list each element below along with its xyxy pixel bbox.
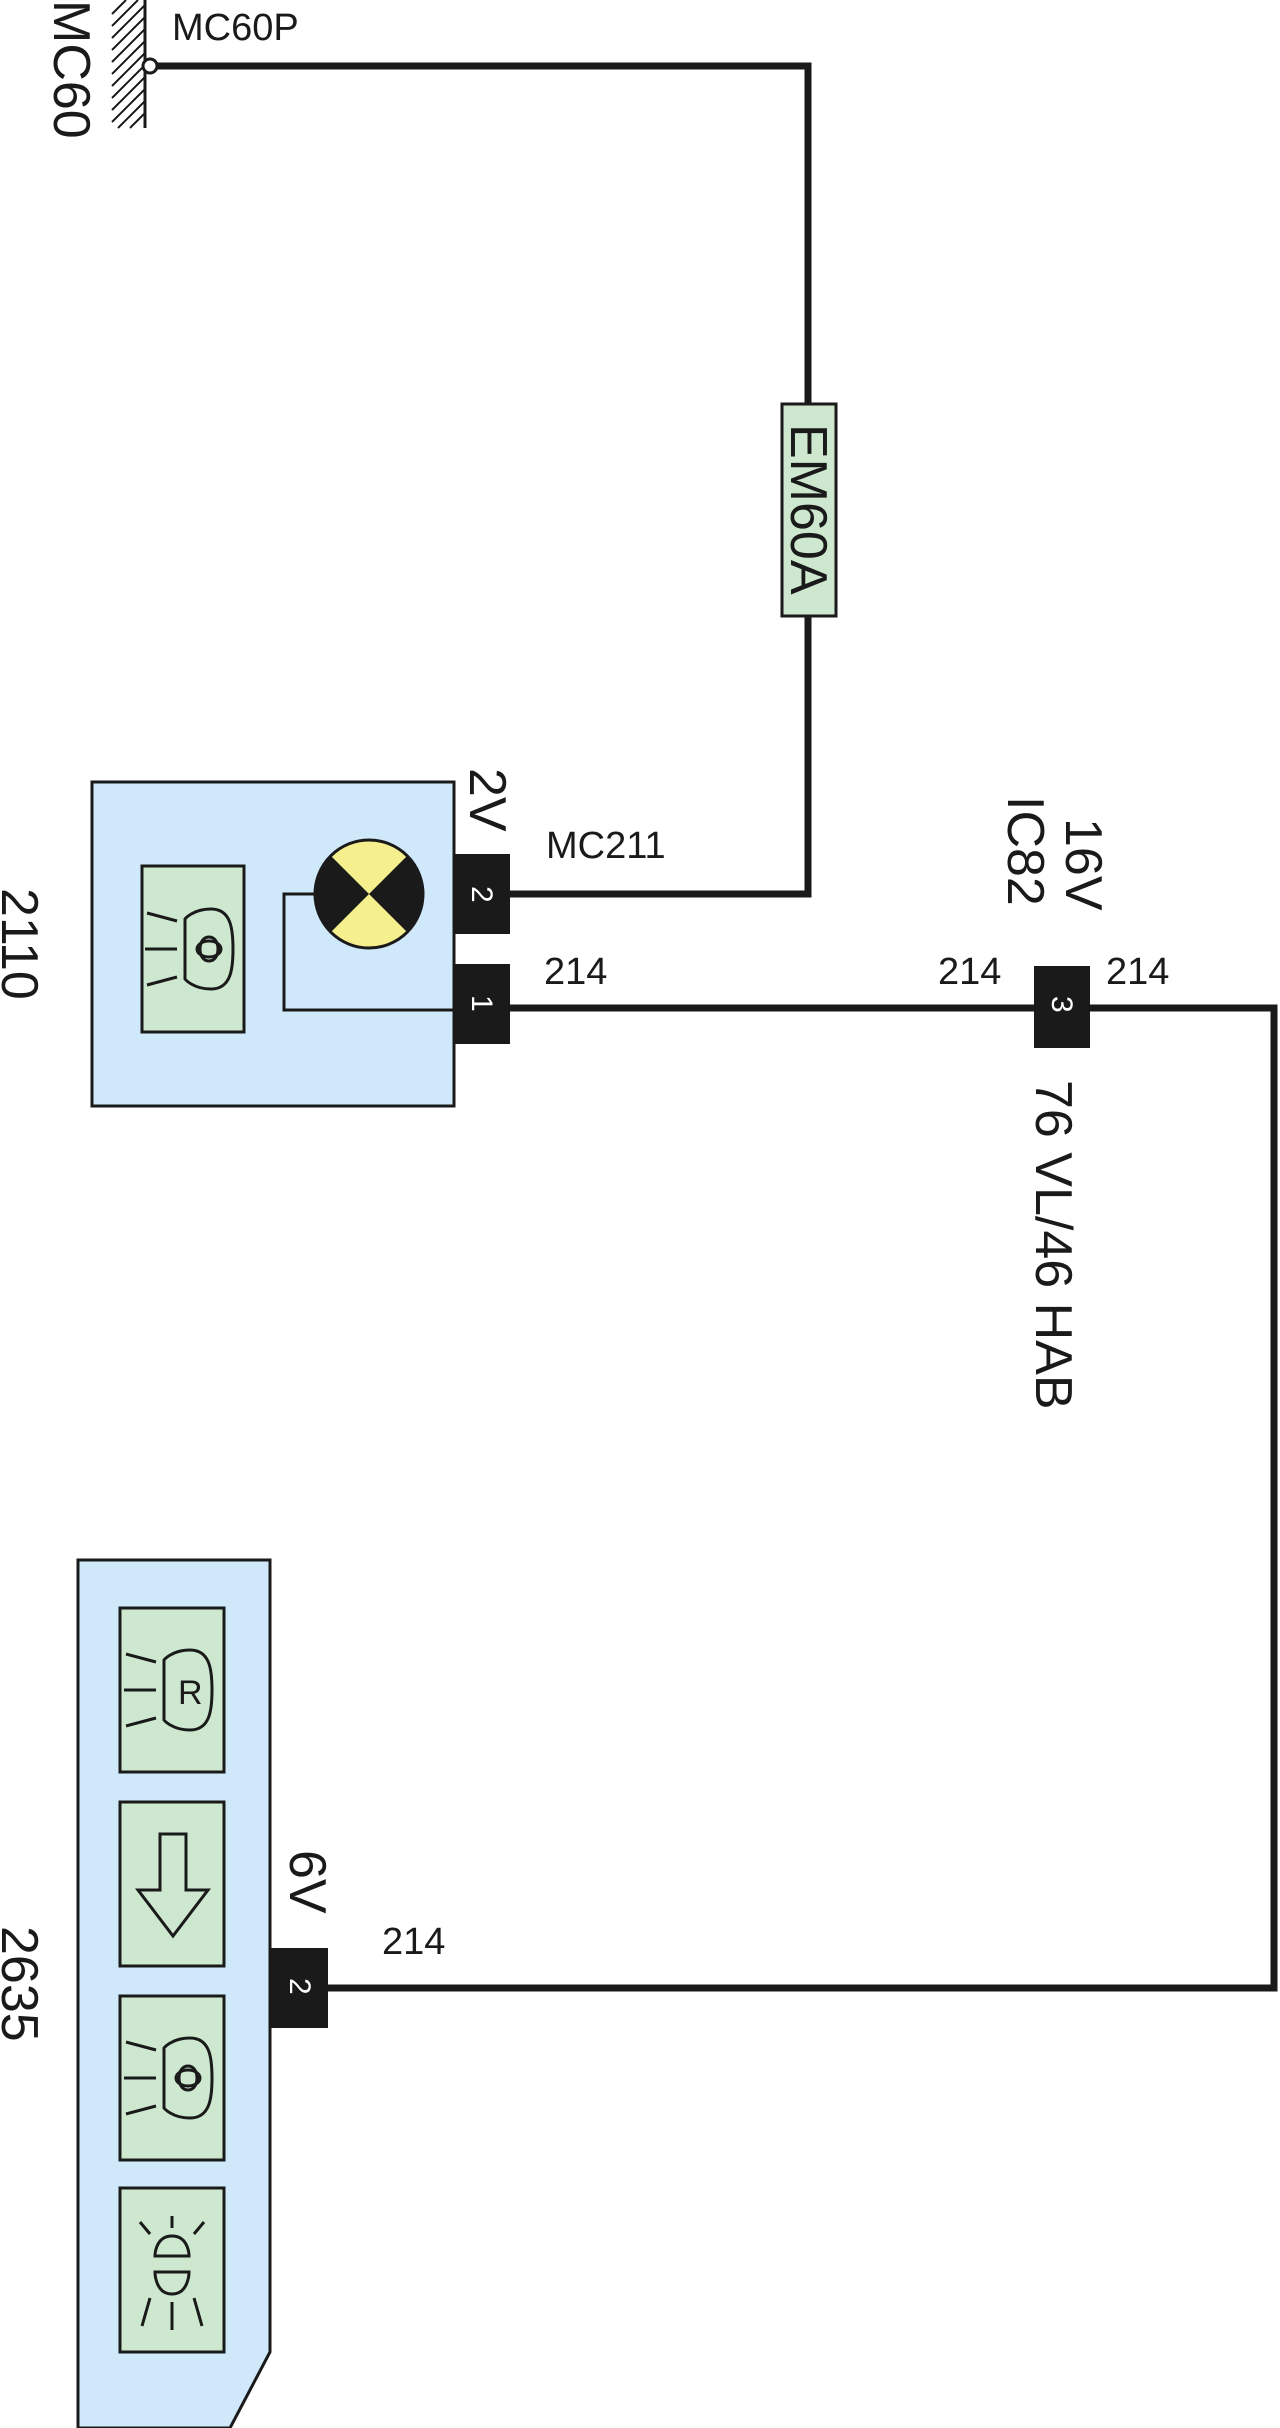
fuse-em60a: EM60A: [779, 402, 838, 618]
ground-point-label: MC60P: [172, 7, 299, 49]
connector-ic82-id: IC82: [996, 796, 1054, 906]
pin-block-2110-upper: [454, 854, 510, 934]
pin-ic82-label: 3: [1045, 996, 1078, 1013]
down-arrow-icon: [134, 1832, 212, 1939]
component-2635-symbol-2: [118, 1800, 226, 1968]
wire-214-b-label: 214: [938, 951, 1001, 993]
component-2110-connector-label: 2V: [458, 768, 516, 832]
ground-label: MC60: [42, 0, 100, 139]
ground-mc60: MC60: [42, 0, 147, 139]
wire-214-a-label: 214: [544, 951, 607, 993]
pin-2110-lower-label: 1: [465, 995, 498, 1012]
headlamp-icon: [145, 907, 235, 991]
fuse-label: EM60A: [779, 424, 837, 595]
wire-214-d-label: 214: [382, 1921, 445, 1963]
component-2635-id: 2635: [0, 1926, 48, 2042]
wire-214-c: [328, 1004, 1278, 1992]
wire-mc60p: [157, 62, 812, 404]
svg-text:R: R: [178, 1674, 203, 1712]
connector-ic82-note: 76 VL/46 HAB: [1024, 1080, 1082, 1410]
component-2635: R: [76, 1558, 272, 2428]
component-2110-internal-wire: [282, 892, 454, 1012]
pin-block-2635: [270, 1948, 328, 2028]
component-2110: [90, 780, 456, 1108]
wire-mc211: [508, 616, 812, 898]
connector-ic82-ways: 16V: [1054, 818, 1112, 911]
pin-2635-label: 2: [283, 1978, 316, 1995]
component-2110-id: 2110: [0, 888, 48, 1000]
sidelamp-icon: [138, 2216, 206, 2330]
headlamp-icon: [124, 2036, 214, 2120]
wire-mc211-label: MC211: [546, 825, 666, 867]
pin-2110-upper-label: 2: [465, 886, 498, 903]
ground-point-dot: [141, 57, 159, 75]
wire-214-c-label: 214: [1106, 951, 1169, 993]
connector-ic82: 3 16V IC82 76 VL/46 HAB: [996, 796, 1112, 1410]
pin-block-2110-lower: [454, 964, 510, 1044]
pin-block-ic82: [1034, 966, 1090, 1048]
bulb-icon: [313, 838, 425, 950]
reversing-lamp-icon: R: [124, 1648, 214, 1732]
component-2635-connector-label: 6V: [278, 1850, 336, 1914]
